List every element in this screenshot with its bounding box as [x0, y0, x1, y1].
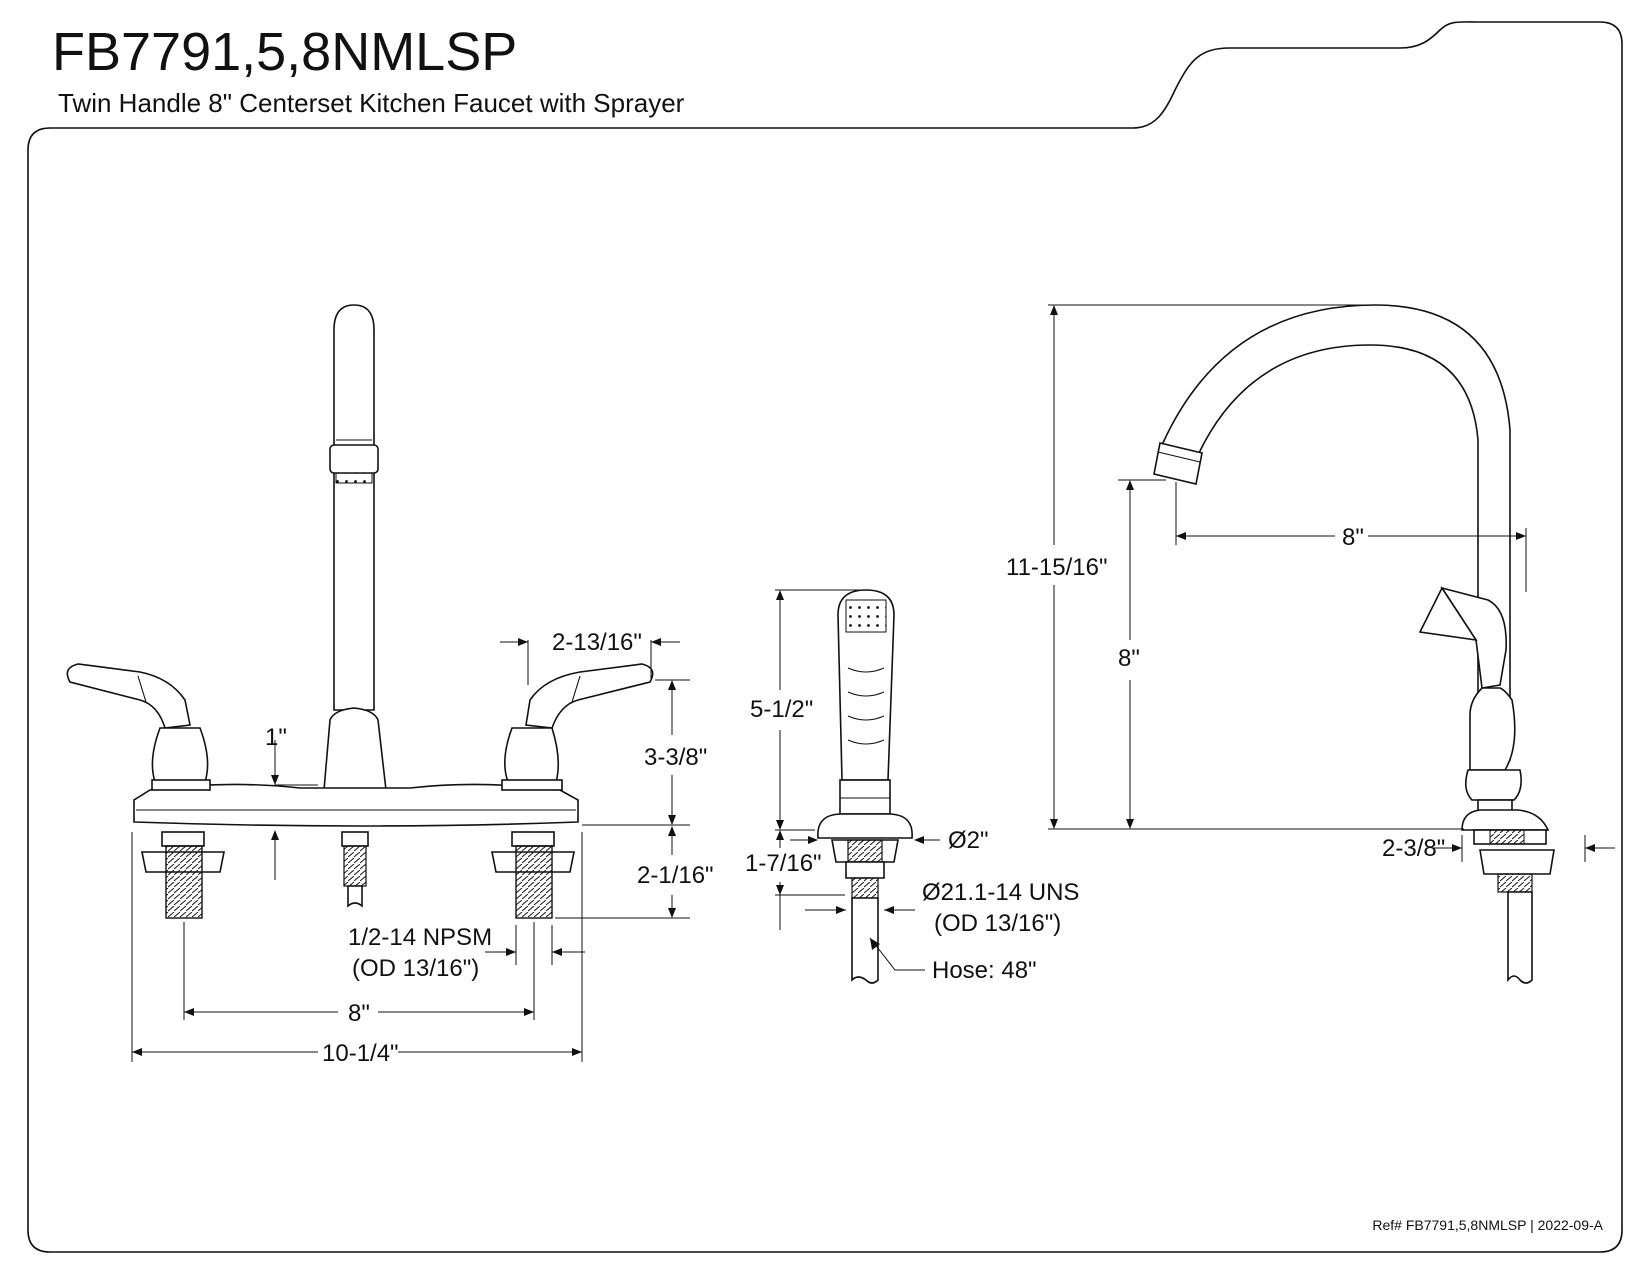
- sprayer-base: [817, 813, 913, 839]
- side-deck-plate: [1461, 809, 1550, 831]
- dim-overall-height: 11-15/16": [1006, 554, 1107, 581]
- side-handle-lever: [1440, 586, 1507, 689]
- front-view: 1" 2-13/16" 3-3/8" 2-1/16" 1/2-14 NPSM (…: [66, 304, 714, 1067]
- sprayer-view: 5-1/2" Ø2" 1-7/16" Ø21.1-14 UNS (OD 13/1…: [745, 589, 1079, 984]
- sprayer-head: [837, 589, 895, 781]
- left-handle-lever: [66, 663, 191, 729]
- dim-sprayer-base: Ø2": [948, 827, 989, 854]
- sprayer-hose: [851, 897, 879, 984]
- side-aerator: [1153, 442, 1203, 485]
- dim-sprayer-shank: 1-7/16": [745, 850, 822, 877]
- front-thread-spec: 1/2-14 NPSM: [348, 924, 492, 951]
- dim-shank-length: 2-1/16": [637, 862, 714, 889]
- dim-sprayer-height: 5-1/2": [750, 696, 813, 723]
- left-shank: [165, 845, 203, 919]
- center-shank: [343, 845, 367, 887]
- reference-footer: Ref# FB7791,5,8NMLSP | 2022-09-A: [1372, 1217, 1603, 1233]
- dim-overall-width: 10-1/4": [322, 1040, 399, 1067]
- sprayer-thread-spec: Ø21.1-14 UNS: [922, 879, 1079, 906]
- aerator: [329, 444, 379, 474]
- gooseneck-spout: [1160, 304, 1511, 761]
- right-shank: [515, 845, 553, 919]
- side-handle-body: [1469, 687, 1516, 771]
- sprayer-shank: [847, 839, 883, 863]
- dim-spout-reach: 8": [1342, 524, 1364, 551]
- dim-base-depth: 2-3/8": [1382, 835, 1445, 862]
- spout-base: [323, 707, 387, 791]
- sheet-border: [27, 21, 1623, 1253]
- model-title: FB7791,5,8NMLSP: [52, 22, 517, 82]
- front-thread-od: (OD 13/16"): [352, 955, 479, 982]
- dim-spout-height: 8": [1118, 645, 1140, 672]
- side-shank: [1497, 873, 1533, 893]
- left-handle-body: [151, 727, 209, 783]
- right-handle-body: [504, 727, 560, 783]
- dim-handle-to-edge: 2-13/16": [552, 629, 642, 656]
- dim-handle-height: 3-3/8": [644, 744, 707, 771]
- sprayer-thread-od: (OD 13/16"): [934, 910, 1061, 937]
- hose-length: Hose: 48": [932, 957, 1037, 984]
- right-handle-lever: [525, 663, 654, 729]
- dim-center-spacing: 8": [348, 1000, 370, 1027]
- product-subtitle: Twin Handle 8" Centerset Kitchen Faucet …: [58, 88, 685, 118]
- dim-deck-to-spout: 1": [265, 724, 287, 751]
- side-view: 11-15/16" 8" 8" 2-3/8": [1006, 304, 1615, 984]
- spout-tube: [333, 304, 375, 711]
